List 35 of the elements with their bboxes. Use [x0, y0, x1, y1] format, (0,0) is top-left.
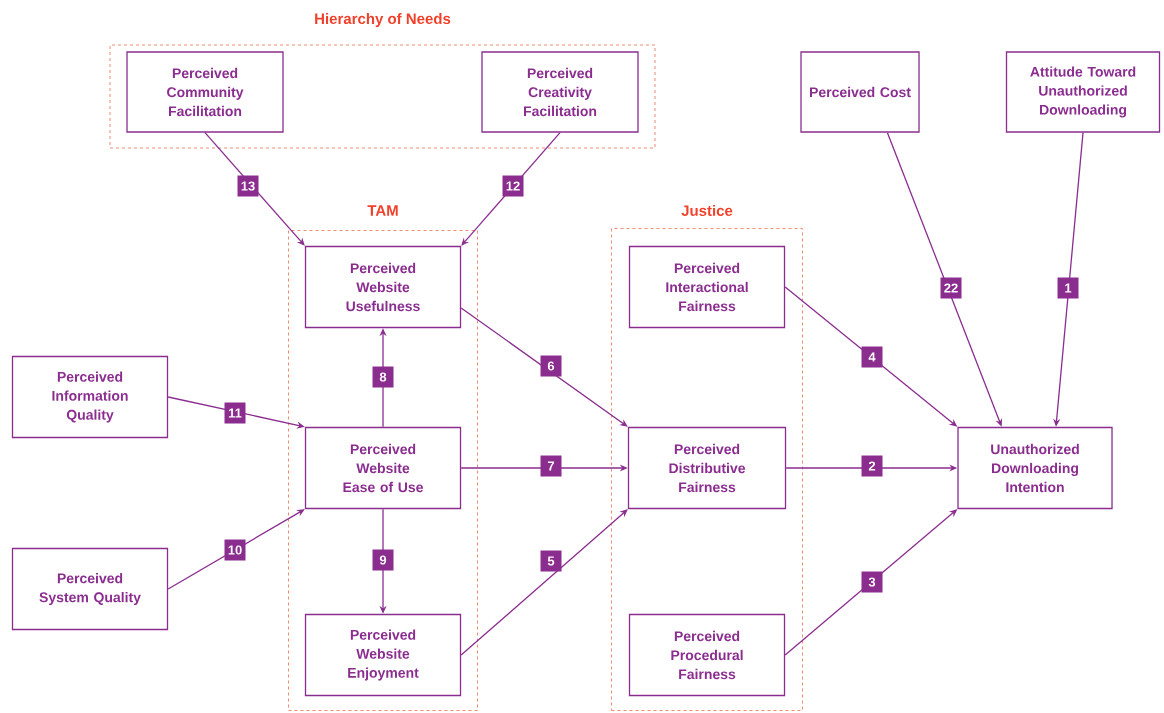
edge-label: 2	[861, 455, 883, 477]
arrow	[460, 307, 628, 427]
edge-label: 11	[224, 402, 246, 424]
arrow	[460, 509, 628, 656]
concept-box: Perceived Community Facilitation	[126, 51, 284, 133]
group-heading: TAM	[367, 205, 398, 216]
edge-label: 12	[502, 175, 524, 197]
concept-box: Perceived Website Usefulness	[304, 245, 462, 329]
concept-box: Attitude Toward Unauthorized Downloading	[1005, 51, 1161, 133]
edge-label: 22	[940, 277, 962, 299]
arrow	[204, 132, 305, 246]
concept-box: Perceived System Quality	[11, 547, 169, 631]
arrow	[167, 509, 305, 590]
concept-box: Perceived Interactional Fairness	[628, 245, 786, 329]
edge-label: 10	[224, 539, 246, 561]
edge-label: 8	[372, 366, 394, 388]
arrow	[461, 132, 561, 246]
group-heading: Justice	[681, 205, 733, 216]
edge-label: 3	[861, 571, 883, 593]
edge-label: 1	[1057, 277, 1079, 299]
concept-box: Perceived Website Ease of Use	[304, 426, 462, 510]
edge-label: 7	[540, 455, 562, 477]
group-heading: Hierarchy of Needs	[315, 13, 451, 27]
concept-box: Perceived Procedural Fairness	[628, 613, 786, 697]
concept-box: Perceived Cost	[800, 51, 920, 133]
edge-label: 9	[372, 549, 394, 571]
edge-label: 4	[861, 346, 883, 368]
edge-label: 5	[540, 550, 562, 572]
concept-box: Perceived Information Quality	[11, 355, 169, 439]
edge-label: 6	[540, 355, 562, 377]
edge-label: 13	[237, 175, 259, 197]
concept-box: Unauthorized Downloading Intention	[957, 426, 1113, 510]
concept-box: Perceived Creativity Facilitation	[481, 51, 639, 133]
concept-box: Perceived Website Enjoyment	[304, 613, 462, 697]
concept-box: Perceived Distributive Fairness	[627, 426, 787, 510]
